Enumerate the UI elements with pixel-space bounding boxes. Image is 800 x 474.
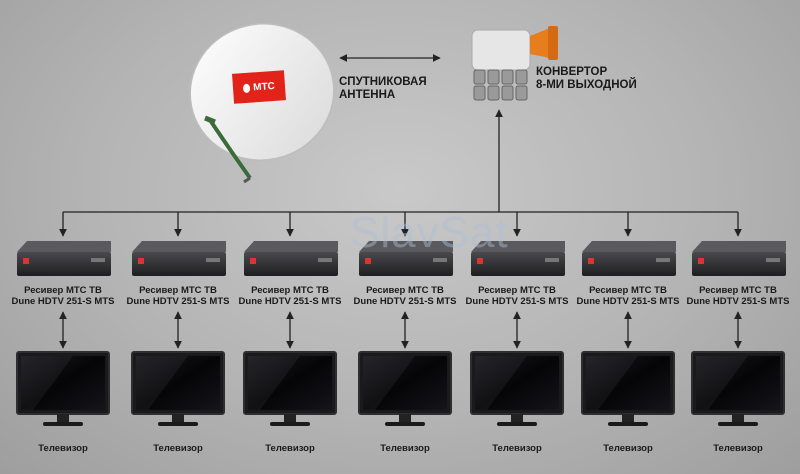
tv-label: Телевизор [380,443,430,454]
receiver-icon [471,241,565,276]
converter-label-line2: 8-МИ ВЫХОДНОЙ [536,79,637,91]
receiver-label-line1: Ресивер МТС ТВ [251,285,329,296]
tv-label: Телевизор [153,443,203,454]
receiver-icon [582,241,676,276]
receiver-label-line2: Dune HDTV 251-S MTS [126,296,230,307]
receiver-label-line2: Dune HDTV 251-S MTS [353,296,457,307]
receiver-label-line1: Ресивер МТС ТВ [478,285,556,296]
receiver-label-line2: Dune HDTV 251-S MTS [576,296,680,307]
watermark: SlavSat [350,208,509,257]
antenna-label-line2: АНТЕННА [339,89,396,101]
receiver-label-line2: Dune HDTV 251-S MTS [11,296,115,307]
tv-label: Телевизор [492,443,542,454]
receiver-label-line1: Ресивер МТС ТВ [589,285,667,296]
dish-logo: МТС [232,70,286,104]
receiver-label-line2: Dune HDTV 251-S MTS [238,296,342,307]
tv-icon [243,351,337,426]
receiver-label-line1: Ресивер МТС ТВ [699,285,777,296]
receiver-label-line1: Ресивер МТС ТВ [366,285,444,296]
dish-logo-text: МТС [252,80,276,93]
receiver-icon [692,241,786,276]
receiver-label-line1: Ресивер МТС ТВ [24,285,102,296]
tv-icon [131,351,225,426]
tv-icon [16,351,110,426]
converter-icon [471,26,558,101]
tv-label: Телевизор [713,443,763,454]
converter-label-line1: КОНВЕРТОР [536,66,608,78]
tv-label: Телевизор [265,443,315,454]
receiver-label-line2: Dune HDTV 251-S MTS [686,296,790,307]
receiver-icon [132,241,226,276]
tv-label: Телевизор [603,443,653,454]
receiver-icon [17,241,111,276]
tv-icon [691,351,785,426]
receiver-icon [244,241,338,276]
receiver-label-line1: Ресивер МТС ТВ [139,285,217,296]
converter-label: КОНВЕРТОР 8-МИ ВЫХОДНОЙ [536,66,637,92]
receiver-label-line2: Dune HDTV 251-S MTS [465,296,569,307]
tv-icon [470,351,564,426]
tv-icon [358,351,452,426]
receiver-icon [359,241,453,276]
mts-egg-icon [242,83,251,93]
antenna-label-line1: СПУТНИКОВАЯ [339,76,427,88]
antenna-label: СПУТНИКОВАЯ АНТЕННА [339,76,427,102]
tv-label: Телевизор [38,443,88,454]
tv-icon [581,351,675,426]
